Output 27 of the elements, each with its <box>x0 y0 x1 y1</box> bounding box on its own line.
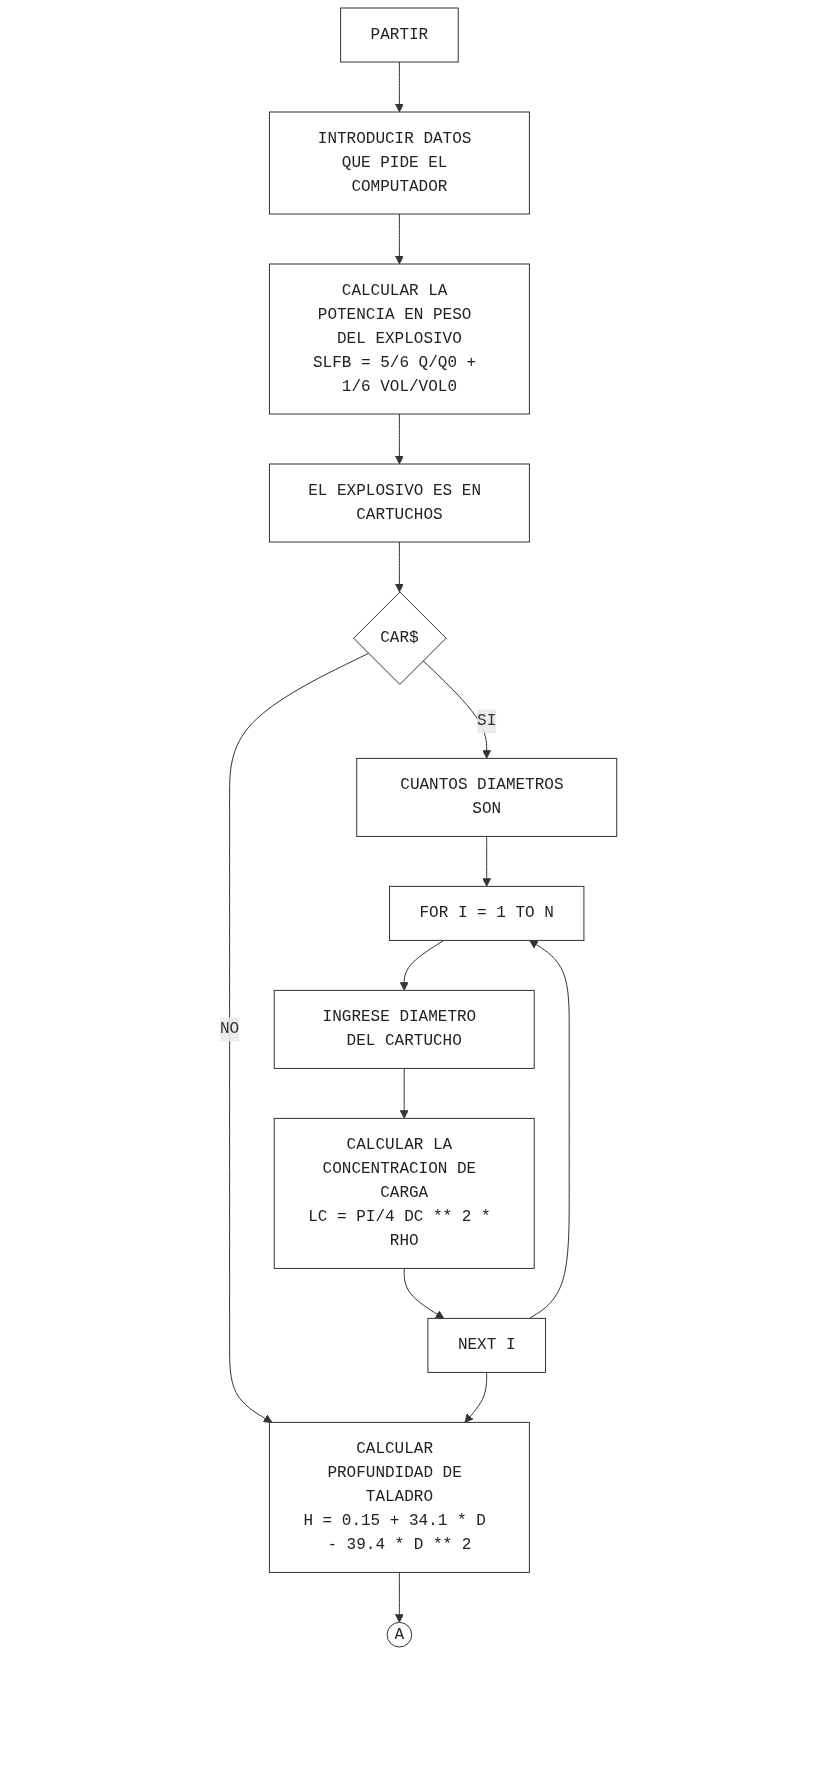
node-box: EL EXPLOSIVO ES EN CARTUCHOS <box>268 463 530 543</box>
node-diamond: CAR$ <box>352 591 447 685</box>
node-box: CUANTOS DIAMETROS SON <box>355 757 617 837</box>
node-box: PARTIR <box>339 7 459 63</box>
arrow <box>394 213 404 265</box>
arrow <box>394 413 404 465</box>
arrow <box>403 1267 444 1319</box>
node-box: NEXT I <box>427 1317 546 1373</box>
arrow <box>394 61 404 113</box>
arrow <box>394 541 404 593</box>
node-box: FOR I = 1 TO N <box>388 885 585 941</box>
node-circle: A <box>386 1621 412 1648</box>
node-box: CALCULAR LA CONCENTRACION DE CARGA LC = PI/4 DC ** 2 * RHO <box>273 1117 535 1269</box>
arrow <box>481 835 491 887</box>
arrow <box>422 660 491 759</box>
arrow <box>528 940 570 1319</box>
node-box: CALCULAR PROFUNDIDAD DE TALADRO H = 0.15 + 34.1 * D - 39.4 * D ** 2 <box>268 1421 530 1573</box>
arrow <box>464 1371 487 1423</box>
node-box: CALCULAR LA POTENCIA EN PESO DEL EXPLOSIVO SLFB = 5/6 Q/Q0 + 1/6 VOL/VOL0 <box>268 263 530 415</box>
arrow <box>399 1067 409 1119</box>
edge-label: NO <box>219 1020 239 1039</box>
arrow <box>399 939 444 991</box>
edge-label: SI <box>476 712 496 731</box>
node-box: INTRODUCIR DATOS QUE PIDE EL COMPUTADOR <box>268 111 530 215</box>
arrow <box>228 652 369 1423</box>
arrow <box>394 1571 404 1623</box>
node-box: INGRESE DIAMETRO DEL CARTUCHO <box>273 989 535 1069</box>
